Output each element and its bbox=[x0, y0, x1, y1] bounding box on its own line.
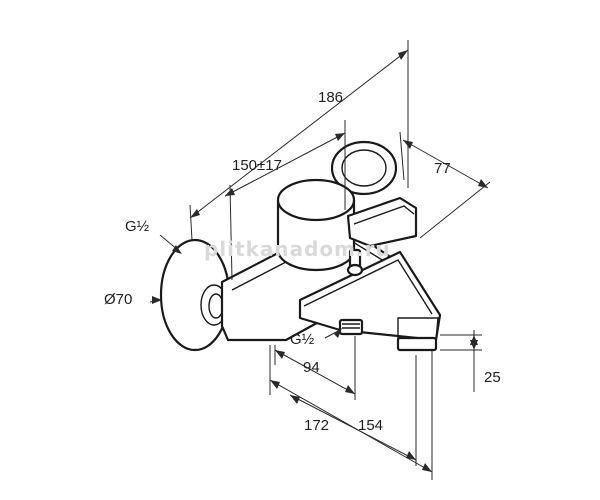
dim-outlet-thread: G½ bbox=[290, 331, 315, 348]
diverter-knob bbox=[346, 263, 364, 277]
lever-handle bbox=[346, 196, 418, 248]
rear-rosette-inner bbox=[341, 149, 387, 187]
faucet-body bbox=[159, 140, 442, 352]
lever-handle-face bbox=[353, 205, 415, 225]
spout-top-edge bbox=[303, 259, 433, 315]
dim-inlet-thread: G½ bbox=[125, 218, 150, 235]
dim-spout-reach: 154 bbox=[358, 417, 383, 434]
hose-outlet bbox=[338, 318, 364, 336]
dim-rosette-diameter: Ø70 bbox=[104, 291, 132, 308]
outlet-nozzle bbox=[396, 336, 438, 352]
dim-spout-height: 25 bbox=[484, 369, 501, 386]
mixer-cylinder-top bbox=[276, 178, 356, 222]
dim-projection-range: 150±17 bbox=[232, 157, 282, 174]
dim-lever-depth: 77 bbox=[434, 160, 451, 177]
dimension-labels: 186 150±17 77 G½ Ø70 G½ 94 25 172 154 bbox=[104, 89, 501, 434]
dim-overall-width: 186 bbox=[318, 89, 343, 106]
dim-outlet-offset: 94 bbox=[303, 359, 320, 376]
watermark: plitkanadom.ru bbox=[204, 237, 391, 261]
dim-total-length: 172 bbox=[304, 417, 329, 434]
hose-outlet-thread bbox=[342, 323, 360, 329]
dimension-lines bbox=[149, 40, 491, 480]
